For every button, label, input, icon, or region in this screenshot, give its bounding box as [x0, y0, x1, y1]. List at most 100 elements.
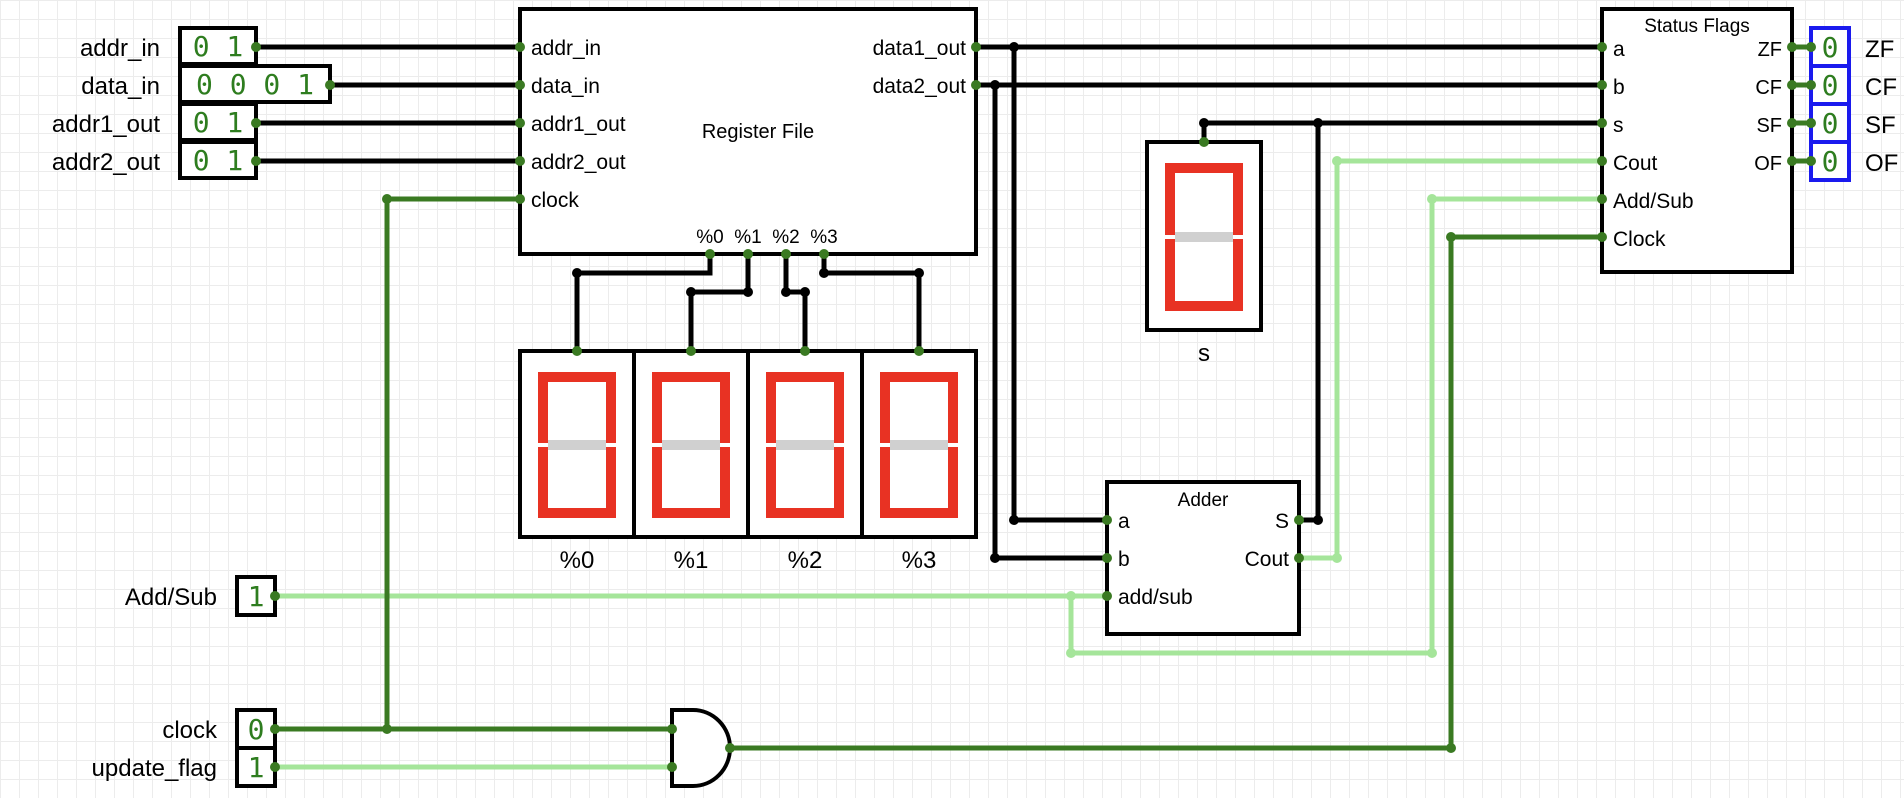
port-r0: %0	[696, 227, 723, 248]
input-update-flag[interactable]: update_flag 1	[92, 746, 280, 788]
junction	[1066, 648, 1076, 658]
port-add-sub: Add/Sub	[1613, 190, 1694, 213]
port-r3: %3	[810, 227, 837, 248]
port-dot	[1102, 515, 1112, 525]
port-dot	[1597, 42, 1607, 52]
status-flags-title: Status Flags	[1644, 16, 1750, 37]
port-dot	[667, 762, 677, 772]
port-dot	[515, 156, 525, 166]
output-label: CF	[1865, 74, 1897, 101]
input-value: 0	[248, 713, 265, 746]
output-sf: 0 SF	[1806, 102, 1896, 144]
status-flags[interactable]: Status Flags a b s Cout Add/Sub Clock ZF…	[1597, 7, 1797, 274]
port-s: S	[1275, 510, 1289, 533]
adder[interactable]: Adder a b add/sub S Cout	[1102, 480, 1304, 636]
port-data2-out: data2_out	[873, 75, 967, 98]
port-dot	[1294, 515, 1304, 525]
port-dot	[971, 80, 981, 90]
wire-and-status-clock	[727, 234, 1605, 751]
port-dot	[1102, 591, 1112, 601]
input-label: clock	[162, 717, 218, 744]
output-label: OF	[1865, 150, 1898, 177]
input-box[interactable]	[235, 708, 277, 750]
input-box[interactable]	[178, 102, 258, 142]
segment	[1233, 163, 1243, 235]
input-label: addr1_out	[52, 111, 160, 138]
output-of: 0 OF	[1806, 140, 1898, 182]
pin-dot	[270, 724, 280, 734]
wire-r1-display	[688, 251, 751, 354]
and-gate-body	[670, 708, 732, 788]
junction	[382, 724, 392, 734]
display-label: %1	[674, 547, 709, 574]
segment	[1169, 301, 1239, 311]
input-clock[interactable]: clock 0	[162, 708, 280, 750]
input-label: update_flag	[92, 755, 217, 782]
and-gate[interactable]	[667, 708, 735, 788]
input-value: 0 1	[193, 144, 244, 177]
display-label: %3	[902, 547, 937, 574]
junction	[1332, 156, 1342, 166]
pin-dot	[270, 591, 280, 601]
segment-off	[890, 440, 948, 450]
segment-off	[548, 440, 606, 450]
seven-seg-display-r2: %2	[746, 346, 864, 574]
port-a: a	[1118, 510, 1130, 533]
port-clock: Clock	[1613, 228, 1666, 251]
segment	[770, 508, 840, 518]
port-dot	[743, 249, 753, 259]
port-a: a	[1613, 38, 1625, 61]
segment	[538, 372, 548, 443]
segment	[1165, 239, 1175, 311]
input-box[interactable]	[178, 140, 258, 180]
segment	[766, 447, 776, 518]
pin-dot	[1806, 80, 1816, 90]
input-add-sub[interactable]: Add/Sub 1	[125, 575, 280, 617]
port-dot	[800, 346, 810, 356]
port-dot	[1294, 553, 1304, 563]
input-addr1-out[interactable]: addr1_out 0 1	[52, 102, 261, 142]
port-dot	[515, 194, 525, 204]
segments	[538, 372, 616, 518]
port-s: s	[1613, 114, 1624, 137]
output-value: 0	[1822, 145, 1839, 178]
segment	[880, 372, 890, 443]
segment	[606, 372, 616, 443]
input-addr-in[interactable]: addr_in 0 1	[80, 26, 261, 66]
flag-output-wires	[1792, 44, 1811, 164]
segment	[948, 372, 958, 443]
output-label: ZF	[1865, 36, 1894, 63]
port-cf: CF	[1755, 77, 1782, 99]
port-dot	[667, 724, 677, 734]
wire-sum-display	[1201, 120, 1321, 145]
register-file[interactable]: Register File addr_in data_in addr1_out …	[515, 7, 981, 259]
port-dot	[572, 346, 582, 356]
junction	[990, 553, 1000, 563]
port-dot	[1597, 194, 1607, 204]
port-cout: Cout	[1613, 152, 1658, 175]
port-zf: ZF	[1758, 39, 1782, 61]
junction	[781, 287, 791, 297]
segment	[948, 447, 958, 518]
junction	[914, 268, 924, 278]
input-data-in[interactable]: data_in 0 0 0 1	[81, 64, 335, 104]
port-dot	[1597, 118, 1607, 128]
segment	[834, 447, 844, 518]
segment	[766, 372, 776, 443]
junction	[1313, 515, 1323, 525]
port-dot	[515, 118, 525, 128]
input-addr2-out[interactable]: addr2_out 0 1	[52, 140, 261, 180]
input-value: 0 1	[193, 30, 244, 63]
port-data-in: data_in	[531, 75, 600, 98]
input-box[interactable]	[235, 746, 277, 788]
port-dot	[1597, 232, 1607, 242]
display-label: %2	[788, 547, 823, 574]
port-dot	[1597, 156, 1607, 166]
wire-clock-regfile	[384, 196, 523, 732]
segment	[770, 372, 840, 382]
junction	[1009, 515, 1019, 525]
pin-dot	[270, 762, 280, 772]
junction	[1313, 118, 1323, 128]
pin-dot	[1806, 42, 1816, 52]
